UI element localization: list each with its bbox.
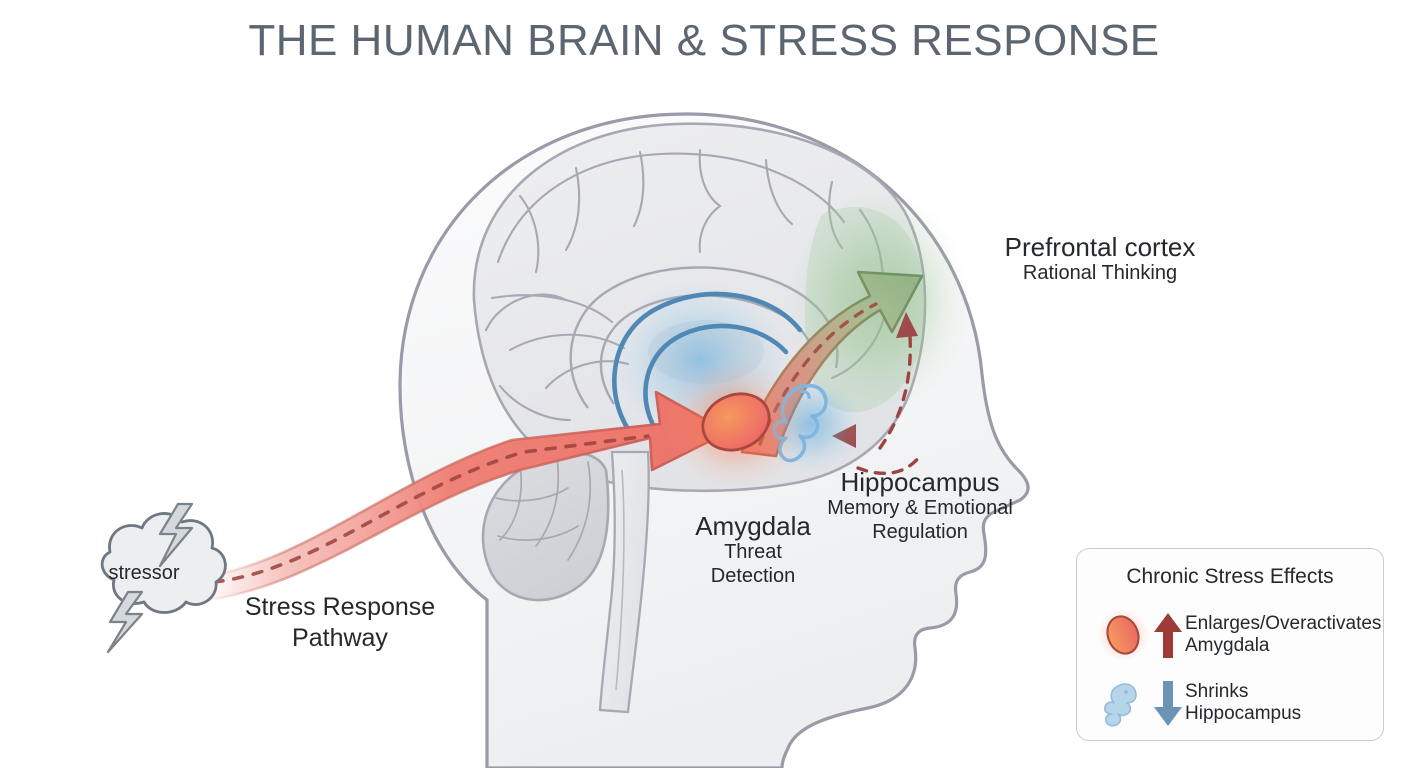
feedback-arrowhead-up — [896, 312, 918, 338]
legend-amygdala-line2: Amygdala — [1185, 635, 1270, 656]
label-hippocampus-subtitle-line1: Memory & Emotional — [827, 497, 1013, 520]
seahorse-icon — [1095, 675, 1151, 731]
up-arrow-icon — [1154, 613, 1182, 658]
label-stressor: stressor — [108, 562, 180, 584]
lightning-bolt-icon-top — [158, 502, 194, 568]
stressor-cloud — [100, 502, 227, 654]
label-amygdala-title: Amygdala — [695, 511, 811, 541]
label-amygdala-subtitle-line2: Detection — [710, 564, 796, 587]
label-hippocampus-title: Hippocampus — [840, 467, 1000, 497]
page-title: THE HUMAN BRAIN & STRESS RESPONSE — [248, 16, 1160, 65]
amygdala-structure — [664, 360, 808, 488]
label-prefrontal-cortex-subtitle: Rational Thinking — [1022, 262, 1178, 285]
label-prefrontal-cortex: Prefrontal cortex Rational Thinking — [941, 232, 1259, 286]
label-hippocampus: Hippocampus Memory & Emotional Regulatio… — [795, 467, 1045, 544]
label-amygdala-subtitle-line1: Threat — [724, 541, 782, 564]
label-prefrontal-cortex-title: Prefrontal cortex — [1004, 232, 1196, 262]
cerebellum-brainstem — [481, 450, 650, 714]
legend-chronic-stress-effects: Chronic Stress Effects Enlarges/Overacti… — [1076, 548, 1384, 741]
legend-item-hippocampus: Shrinks Hippocampus — [1095, 675, 1301, 731]
label-hippocampus-subtitle-line2: Regulation — [872, 520, 968, 543]
label-stress-response-pathway: Stress Response Pathway — [215, 592, 465, 654]
legend-hippocampus-line2: Hippocampus — [1185, 703, 1302, 724]
legend-title: Chronic Stress Effects — [1126, 565, 1334, 588]
label-pathway-line2: Pathway — [292, 624, 388, 652]
legend-item-amygdala: Enlarges/Overactivates Amygdala — [1095, 607, 1381, 663]
label-pathway-line1: Stress Response — [244, 593, 436, 621]
legend-amygdala-line1: Enlarges/Overactivates — [1185, 612, 1382, 634]
label-amygdala: Amygdala Threat Detection — [658, 511, 848, 588]
legend-item-hippocampus-text: Shrinks Hippocampus — [1185, 681, 1301, 726]
fornix-cingulate-arc — [612, 291, 803, 443]
legend-hippocampus-line1: Shrinks — [1185, 680, 1249, 702]
feedback-loop-arrows — [856, 334, 922, 476]
down-arrow-icon — [1154, 681, 1182, 726]
amygdala-oval-icon — [1095, 607, 1151, 663]
legend-item-amygdala-text: Enlarges/Overactivates Amygdala — [1185, 613, 1381, 658]
lightning-bolt-icon-bottom — [106, 590, 144, 654]
